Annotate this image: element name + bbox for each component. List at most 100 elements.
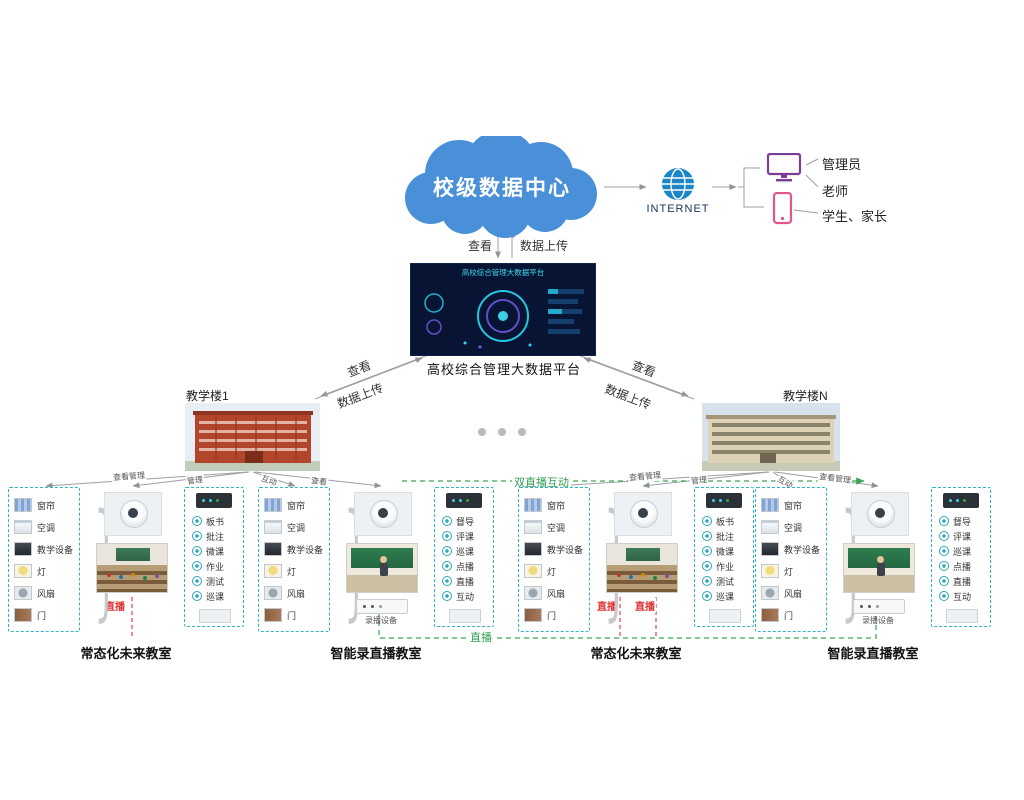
function-row: 作业 (702, 559, 734, 573)
function-row: 测试 (702, 574, 734, 588)
function-icon (192, 546, 202, 556)
fan-thumbnail (524, 586, 542, 600)
equipment-thumbnail (264, 542, 282, 556)
function-row: 微课 (702, 544, 734, 558)
device-row: 门 (9, 604, 79, 626)
function-label: 巡课 (953, 546, 972, 557)
function-icon (442, 591, 452, 601)
device-label: 灯 (287, 566, 297, 577)
function-label: 作业 (716, 561, 735, 572)
function-row: 微课 (192, 544, 224, 558)
function-label: 测试 (716, 576, 735, 587)
function-row: 批注 (192, 529, 224, 543)
light-thumbnail (264, 564, 282, 578)
internet-globe-icon (662, 168, 694, 200)
platform-screen-title: 高校综合管理大数据平台 (462, 267, 545, 277)
device-label: 窗帘 (784, 500, 803, 511)
device-row: 空调 (259, 516, 329, 538)
classroom-type-label: 智能录直播教室 (330, 646, 422, 661)
device-label: 空调 (37, 522, 56, 533)
ellipsis-dots (478, 428, 526, 436)
device-row: 窗帘 (519, 494, 589, 516)
function-row: 作业 (192, 559, 224, 573)
terminal-device-image (946, 609, 978, 623)
classroom-group-2: 窗帘 空调 教学设备 灯 风扇 门 } 录播设备 { 督导 评课 巡课 点播 直… (258, 487, 494, 663)
device-row: 窗帘 (756, 494, 826, 516)
function-icon (442, 561, 452, 571)
device-box: 窗帘 空调 教学设备 灯 风扇 门 (518, 487, 590, 632)
classroom-group-1: 窗帘 空调 教学设备 灯 风扇 门 } { 板书 批注 微课 作业 测试 巡课 … (8, 487, 244, 663)
device-label: 风扇 (37, 588, 56, 599)
light-thumbnail (14, 564, 32, 578)
curtain-thumbnail (264, 498, 282, 512)
function-row: 点播 (442, 559, 474, 573)
function-label: 互动 (456, 591, 475, 602)
device-row: 风扇 (519, 582, 589, 604)
function-row: 互动 (442, 589, 474, 603)
function-icon (192, 516, 202, 526)
device-row: 教学设备 (519, 538, 589, 560)
function-icon (939, 531, 949, 541)
function-icon (702, 591, 712, 601)
function-box: 板书 批注 微课 作业 测试 巡课 (184, 487, 244, 627)
platform-dashboard-image: 高校综合管理大数据平台 (409, 262, 597, 357)
dome-camera-image (851, 492, 909, 536)
function-icon (939, 576, 949, 586)
device-label: 风扇 (287, 588, 306, 599)
function-label: 批注 (206, 531, 225, 542)
device-label: 门 (547, 610, 557, 621)
device-row: 灯 (9, 560, 79, 582)
recorder-device-image (356, 599, 408, 614)
dual-live-label: 双直播互动 (512, 474, 571, 490)
dome-camera-image (614, 492, 672, 536)
function-row: 点播 (939, 559, 971, 573)
door-thumbnail (264, 608, 282, 622)
ac-thumbnail (264, 520, 282, 534)
fan-label-l1: 查看管理 (111, 469, 147, 484)
function-icon (442, 546, 452, 556)
function-label: 直播 (456, 576, 475, 587)
curtain-thumbnail (14, 498, 32, 512)
device-label: 门 (37, 610, 47, 621)
function-row: 巡课 (442, 544, 474, 558)
device-label: 教学设备 (547, 544, 584, 555)
dome-camera-image (104, 492, 162, 536)
function-icon (702, 561, 712, 571)
light-thumbnail (524, 564, 542, 578)
recorder-caption: 录播设备 (365, 616, 397, 625)
device-row: 窗帘 (9, 494, 79, 516)
phone-icon (772, 192, 793, 225)
device-label: 窗帘 (287, 500, 306, 511)
device-box: 窗帘 空调 教学设备 灯 风扇 门 (755, 487, 827, 632)
function-label: 巡课 (206, 591, 225, 602)
device-row: 门 (259, 604, 329, 626)
classroom-type-label: 常态化未来教室 (80, 646, 172, 661)
function-label: 巡课 (716, 591, 735, 602)
data-center-title: 校级数据中心 (433, 177, 571, 200)
function-icon (192, 561, 202, 571)
classroom-group-4: 窗帘 空调 教学设备 灯 风扇 门 } 录播设备 { 督导 评课 巡课 点播 直… (755, 487, 991, 663)
user-label-student-parent: 学生、家长 (822, 209, 888, 224)
function-label: 评课 (456, 531, 475, 542)
function-label: 板书 (716, 516, 735, 527)
function-row: 督导 (442, 514, 474, 528)
device-row: 风扇 (259, 582, 329, 604)
function-label: 作业 (206, 561, 225, 572)
function-row: 批注 (702, 529, 734, 543)
device-label: 门 (287, 610, 297, 621)
cloud-shape (405, 136, 597, 238)
equipment-thumbnail (761, 542, 779, 556)
function-row: 直播 (939, 574, 971, 588)
device-row: 灯 (259, 560, 329, 582)
function-label: 微课 (716, 546, 735, 557)
device-label: 灯 (784, 566, 794, 577)
function-label: 评课 (953, 531, 972, 542)
control-panel-image (196, 493, 232, 508)
door-thumbnail (761, 608, 779, 622)
control-panel-image (446, 493, 482, 508)
function-icon (939, 516, 949, 526)
terminal-device-image (709, 609, 741, 623)
device-label: 窗帘 (547, 500, 566, 511)
